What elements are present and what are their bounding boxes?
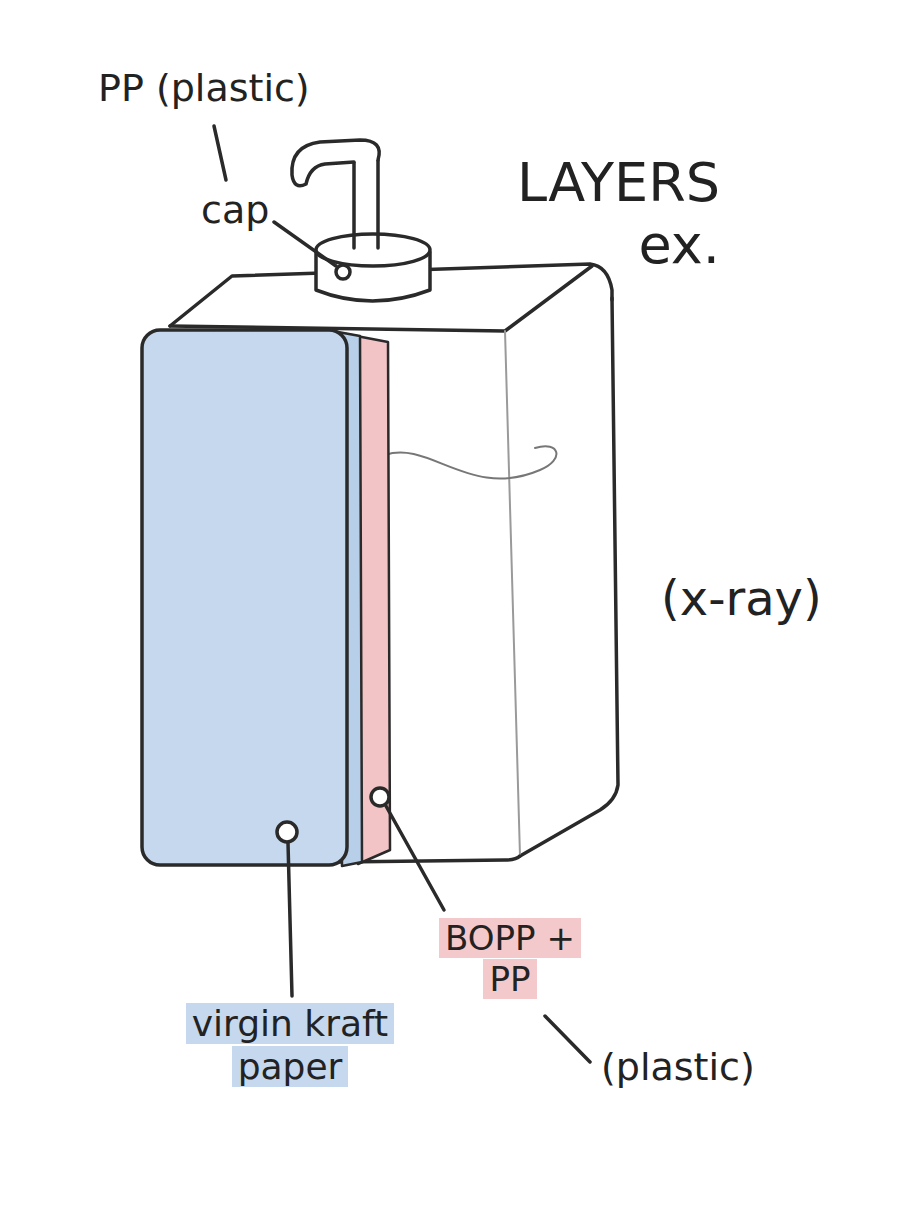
liquid-line	[385, 446, 556, 478]
leader-line	[288, 843, 292, 996]
label-box: BOPP + PP	[435, 918, 585, 1000]
callout-dot	[277, 822, 297, 842]
title: LAYERS ex.	[470, 152, 720, 276]
label-box: cap	[195, 188, 315, 234]
highlighted-label: virgin kraft paper	[186, 1003, 394, 1087]
pump-stem	[354, 160, 378, 248]
cap-top	[316, 234, 430, 266]
leader-line	[386, 806, 444, 910]
label-box: (plastic)	[595, 1045, 855, 1091]
bottle-side	[520, 298, 618, 856]
callout-dot	[371, 788, 389, 806]
label: PP (plastic)	[92, 66, 316, 110]
leader-line	[274, 222, 336, 266]
label-box: (x-ray)	[655, 570, 875, 628]
label-box: virgin kraft paper	[150, 1002, 430, 1088]
kraft-paper-panel	[142, 330, 347, 865]
highlighted-label: BOPP + PP	[439, 918, 581, 999]
label-box: PP (plastic)	[92, 66, 372, 112]
label: (plastic)	[595, 1045, 761, 1089]
callout-dot	[336, 265, 350, 279]
leader-line	[545, 1016, 590, 1062]
leader-line	[214, 126, 226, 180]
pump-head	[292, 140, 379, 186]
bottle-edge	[505, 331, 520, 856]
label: (x-ray)	[655, 570, 828, 626]
label: cap	[195, 188, 275, 232]
